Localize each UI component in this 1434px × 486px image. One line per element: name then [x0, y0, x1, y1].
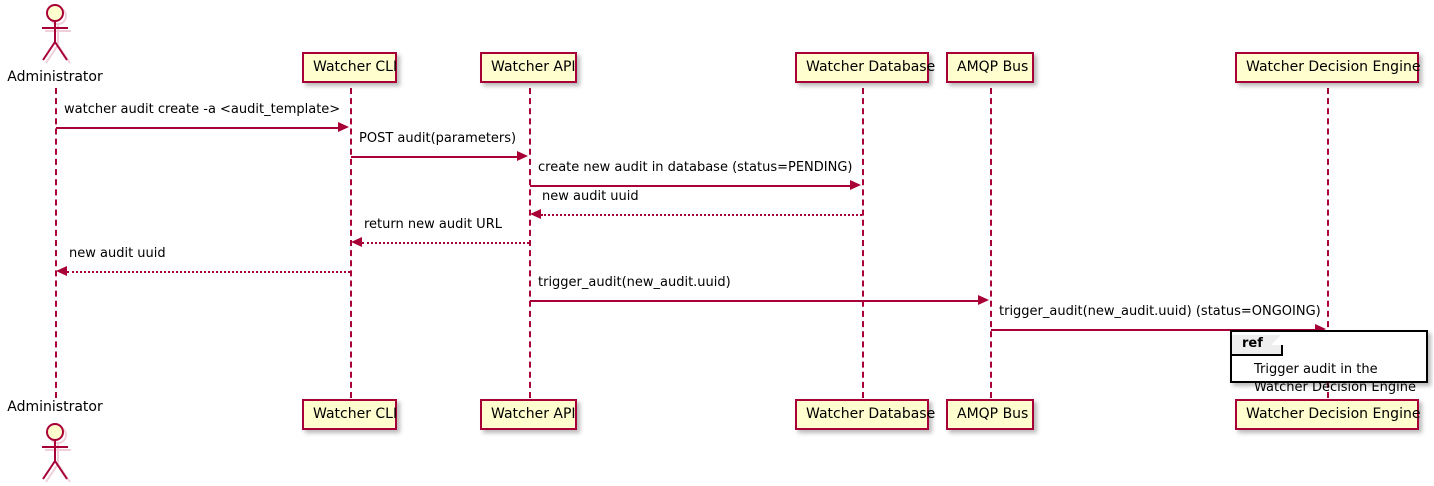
lifeline-amqp-bus: [990, 88, 992, 398]
message-arrowhead-7: [978, 295, 989, 305]
lifeline-watcher-decision-engine: [1327, 88, 1329, 398]
participant-watcher-api-top[interactable]: Watcher API: [480, 52, 577, 83]
actor-label-administrator-top: Administrator: [7, 69, 103, 85]
actor-administrator-top-icon: [27, 2, 83, 64]
message-label-3: create new audit in database (status=PEN…: [538, 160, 853, 175]
message-arrowhead-2: [517, 151, 528, 161]
message-line-5: [362, 242, 529, 244]
message-label-2: POST audit(parameters): [359, 131, 517, 146]
participant-watcher-cli-bottom[interactable]: Watcher CLI: [302, 399, 397, 430]
ref-fragment-body-line-1: Trigger audit in the: [1254, 362, 1378, 378]
actor-label-administrator-bottom: Administrator: [7, 399, 103, 415]
participant-watcher-database-top[interactable]: Watcher Database: [795, 52, 935, 83]
ref-fragment-trigger-audit: ref Trigger audit in the Watcher Decisio…: [1230, 330, 1428, 395]
actor-administrator-bottom-icon: [27, 421, 83, 483]
message-line-1: [56, 127, 339, 129]
message-line-2: [351, 156, 518, 158]
participant-watcher-decision-engine-bottom[interactable]: Watcher Decision Engine: [1235, 399, 1420, 430]
message-arrowhead-3: [850, 180, 861, 190]
message-line-6: [67, 271, 350, 273]
lifeline-watcher-api: [529, 88, 531, 398]
message-line-4: [541, 214, 862, 216]
participant-watcher-database-bottom[interactable]: Watcher Database: [795, 399, 935, 430]
message-label-1: watcher audit create -a <audit_template>: [64, 102, 341, 117]
ref-fragment-body: Trigger audit in the Watcher Decision En…: [1232, 356, 1426, 402]
lifeline-administrator: [55, 88, 57, 398]
lifeline-watcher-database: [862, 88, 864, 398]
message-arrowhead-6: [56, 266, 67, 276]
message-label-8: trigger_audit(new_audit.uuid) (status=ON…: [999, 304, 1321, 319]
participant-amqp-bus-top[interactable]: AMQP Bus: [946, 52, 1034, 83]
message-arrowhead-1: [338, 122, 349, 132]
message-line-7: [530, 300, 979, 302]
ref-fragment-tab-label: ref: [1232, 332, 1283, 357]
message-arrowhead-4: [530, 209, 541, 219]
participant-amqp-bus-bottom[interactable]: AMQP Bus: [946, 399, 1034, 430]
participant-watcher-cli-top[interactable]: Watcher CLI: [302, 52, 397, 83]
ref-fragment-body-line-2: Watcher Decision Engine: [1254, 379, 1416, 395]
message-arrowhead-8: [1315, 324, 1326, 334]
message-label-5: return new audit URL: [364, 217, 502, 232]
message-label-7: trigger_audit(new_audit.uuid): [538, 275, 731, 290]
participant-watcher-api-bottom[interactable]: Watcher API: [480, 399, 577, 430]
message-line-3: [530, 185, 851, 187]
participant-watcher-decision-engine-top[interactable]: Watcher Decision Engine: [1235, 52, 1420, 83]
message-label-4: new audit uuid: [542, 189, 639, 204]
message-arrowhead-5: [351, 237, 362, 247]
message-line-8: [991, 329, 1316, 331]
message-label-6: new audit uuid: [69, 246, 166, 261]
